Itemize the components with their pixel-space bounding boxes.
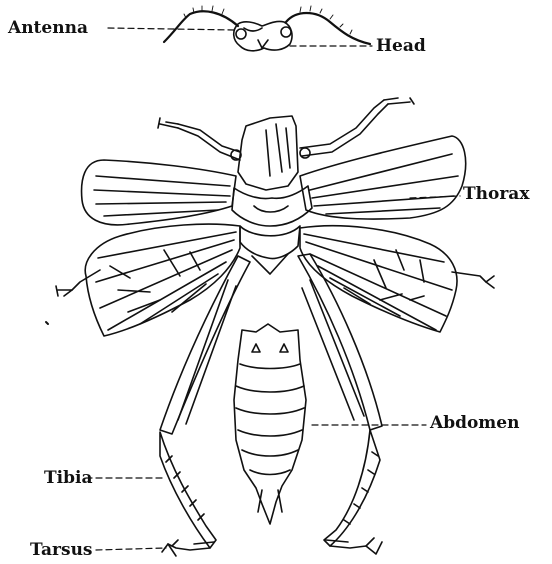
hind-legs bbox=[160, 254, 382, 556]
label-abdomen: Abdomen bbox=[430, 415, 519, 432]
head-drawing bbox=[234, 21, 292, 50]
label-antenna: Antenna bbox=[8, 20, 88, 37]
label-head: Head bbox=[376, 38, 426, 55]
antenna-drawing bbox=[164, 11, 370, 44]
label-tarsus: Tarsus bbox=[30, 542, 93, 559]
label-thorax: Thorax bbox=[463, 186, 529, 203]
label-tibia: Tibia bbox=[44, 470, 92, 487]
hindwings bbox=[85, 224, 457, 336]
abdomen-drawing bbox=[234, 324, 306, 524]
